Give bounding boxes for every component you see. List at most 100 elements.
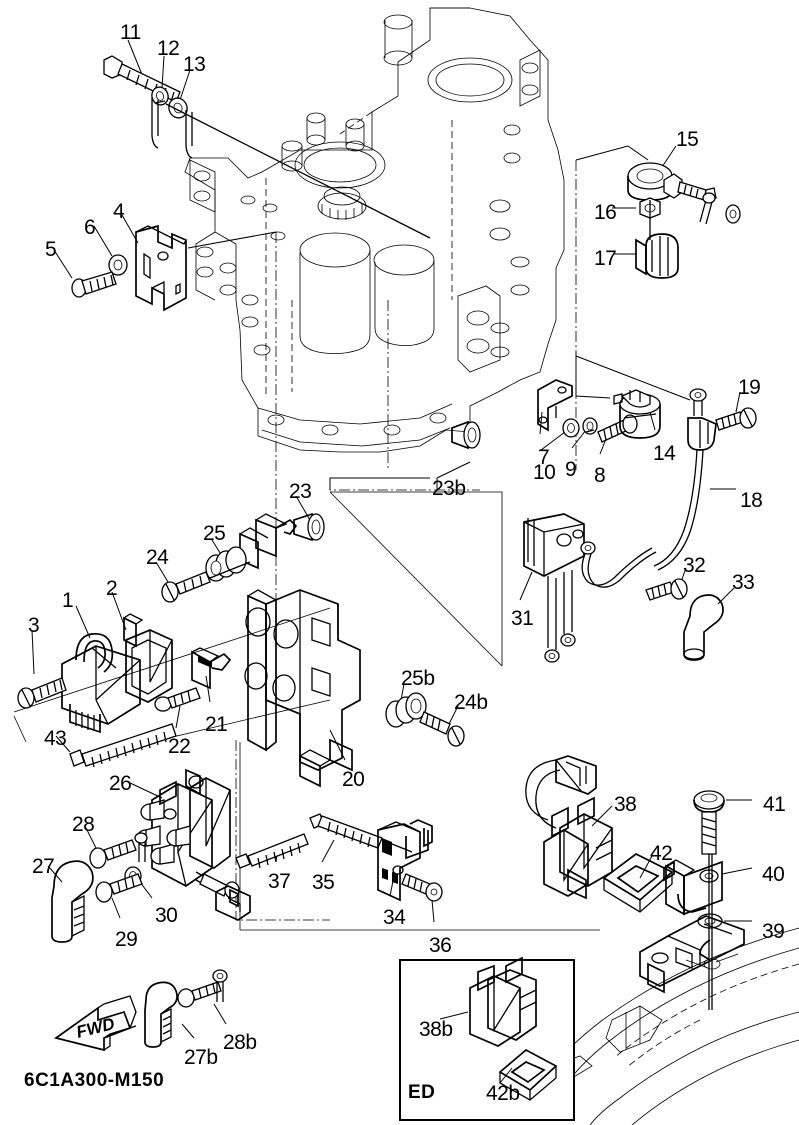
cowling-context: [547, 927, 799, 1125]
part-14-sensor: [613, 389, 661, 439]
callout-11: 11: [120, 21, 141, 44]
callout-42: 42: [650, 842, 673, 865]
callout-28-b: 28b: [223, 1031, 257, 1054]
part-28-bolt-upper: [85, 827, 137, 869]
callout-41: 41: [763, 793, 786, 816]
part-22-screw: [154, 687, 201, 729]
callout-13: 13: [183, 53, 206, 76]
part-29-bolt: [95, 873, 143, 919]
callout-8: 8: [594, 464, 606, 487]
part-7-bracket: [537, 379, 573, 435]
callout-1: 1: [62, 589, 74, 612]
part-9-lock-washer: [571, 417, 598, 449]
part-20-electrical-bracket: [239, 513, 361, 788]
part-41-bolt: [693, 790, 752, 855]
fuse-wire-loop: [580, 541, 657, 588]
callout-19: 19: [738, 376, 761, 399]
part-16-nut: [612, 197, 661, 219]
part-43-long-screw: [55, 723, 177, 768]
callout-24: 24: [146, 546, 169, 569]
callout-16: 16: [594, 201, 617, 224]
callout-23-b: 23b: [432, 477, 466, 500]
part-40-clamp-bracket: [663, 859, 753, 916]
part-35-plastic-tie: [309, 813, 413, 863]
part-3-screw: [17, 629, 67, 709]
part-34-bracket: [377, 819, 433, 902]
part-1-rectifier-regulator: [61, 605, 141, 734]
callout-15: 15: [676, 128, 699, 151]
part-24-bolt-upper: [155, 561, 251, 603]
callout-38-b: 38b: [419, 1018, 453, 1041]
callout-39: 39: [762, 920, 785, 943]
part-24-bolt-lower: [419, 705, 465, 747]
callout-20: 20: [342, 768, 365, 791]
callout-37: 37: [268, 870, 291, 893]
callout-25: 25: [203, 522, 226, 545]
part-23-grommet-left: [293, 495, 325, 542]
inset-label-ed: ED: [408, 1082, 436, 1103]
ground-leads-upper: [151, 98, 431, 239]
part-18-ground-lead: [653, 388, 736, 571]
part-4-bracket: [121, 214, 187, 312]
part-8-bolt: [597, 414, 638, 455]
callout-5: 5: [45, 238, 57, 261]
part-19-bolt: [715, 391, 757, 431]
part-38-relay: [525, 755, 613, 900]
callout-25-b: 25b: [401, 667, 435, 690]
part-6-washer: [93, 225, 128, 276]
callout-3: 3: [28, 614, 40, 637]
engine-block-context: [184, 7, 565, 453]
callout-43: 43: [44, 727, 67, 750]
callout-38: 38: [614, 793, 637, 816]
callout-6: 6: [84, 216, 96, 239]
lower-pin-hardware: [212, 969, 228, 1002]
part-5-bolt: [53, 249, 117, 298]
part-23-grommet-right: [451, 420, 481, 450]
part-10-washer: [540, 418, 580, 451]
callout-27-b: 27b: [184, 1046, 218, 1069]
callout-4: 4: [113, 200, 125, 223]
part-26-ignition-coil: [127, 768, 251, 921]
callout-26: 26: [109, 772, 132, 795]
small-hardware-right: [699, 192, 741, 225]
callout-24-b: 24b: [454, 691, 488, 714]
part-17-holder: [614, 233, 679, 279]
callout-34: 34: [383, 906, 406, 929]
inset-part-42-seal-frame: [498, 1048, 558, 1101]
callout-36: 36: [429, 934, 452, 957]
callout-35: 35: [312, 871, 335, 894]
callout-22: 22: [168, 735, 191, 758]
callout-30: 30: [155, 904, 178, 927]
callout-14: 14: [653, 442, 676, 465]
part-37-plastic-tie: [235, 833, 309, 869]
fwd-arrow: FWD: [54, 995, 137, 1052]
part-21-clamp: [191, 647, 232, 703]
callout-9: 9: [565, 458, 577, 481]
callout-29: 29: [115, 928, 138, 951]
callout-2: 2: [106, 577, 118, 600]
inset-part-38-relay: [439, 956, 537, 1047]
callout-28: 28: [72, 813, 95, 836]
callout-12: 12: [157, 37, 180, 60]
ed-inset-box: [399, 959, 575, 1121]
part-27-spark-plug-cap-upper: [47, 860, 94, 943]
callout-10: 10: [533, 461, 556, 484]
callout-7: 7: [538, 446, 550, 469]
callout-32: 32: [683, 554, 706, 577]
callout-42-b: 42b: [486, 1082, 520, 1105]
part-36-screw: [401, 873, 443, 923]
part-32-bolt: [645, 567, 688, 601]
callout-33: 33: [732, 571, 755, 594]
callout-31: 31: [511, 607, 534, 630]
callout-40: 40: [762, 863, 785, 886]
callout-23: 23: [289, 480, 312, 503]
part-42-seal-frame: [602, 853, 674, 913]
part-31-fuse-holder: [519, 513, 585, 663]
callout-18: 18: [740, 489, 763, 512]
lower-mount-bracket: [639, 915, 745, 994]
callout-21: 21: [205, 713, 228, 736]
part-28-bolt-lower: [177, 981, 227, 1025]
part-27-spark-plug-cap-lower: [144, 981, 195, 1048]
callout-17: 17: [594, 247, 617, 270]
